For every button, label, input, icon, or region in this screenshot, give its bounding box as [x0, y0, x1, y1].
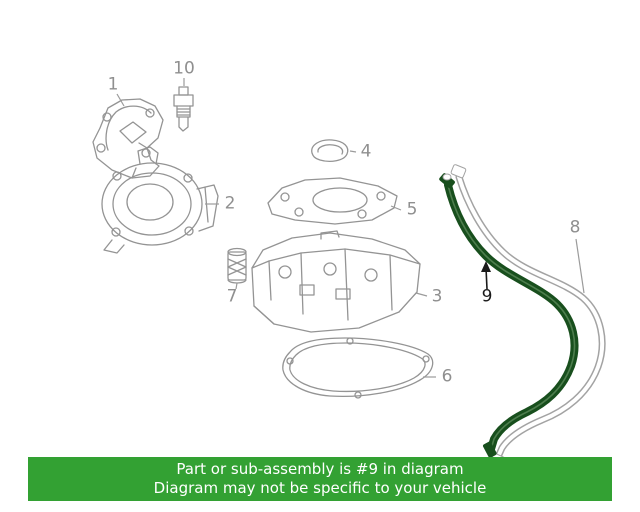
callout-part-5: 5 — [406, 199, 418, 220]
callout-part-7: 7 — [226, 286, 238, 307]
part-1-water-outlet — [92, 98, 164, 179]
banner-line-2: Diagram may not be specific to your vehi… — [153, 479, 487, 497]
callout-part-8: 8 — [569, 217, 581, 238]
callout-part-10: 10 — [173, 58, 195, 79]
callout-part-1: 1 — [107, 74, 119, 95]
part-9-hose-highlighted — [439, 173, 579, 458]
part-3-cover — [251, 230, 421, 333]
part-5-gasket-plate — [267, 177, 398, 225]
callout-part-6: 6 — [441, 366, 453, 387]
note-banner: Part or sub-assembly is #9 in diagram Di… — [28, 457, 612, 501]
part-7-spacer — [227, 247, 247, 284]
banner-line-1: Part or sub-assembly is #9 in diagram — [176, 460, 464, 478]
callout-part-3: 3 — [431, 286, 443, 307]
callout-9-arrow-icon — [481, 261, 491, 290]
part-10-sensor — [173, 86, 194, 132]
callout-part-2: 2 — [224, 193, 236, 214]
part-8-hose — [450, 164, 606, 467]
part-2-throttle-body — [101, 146, 219, 254]
callout-part-4: 4 — [360, 141, 372, 162]
part-6-gasket — [282, 337, 434, 399]
leader-lines — [116, 78, 585, 378]
part-4-clip — [311, 139, 349, 162]
callout-part-9-highlighted: 9 — [481, 286, 493, 307]
